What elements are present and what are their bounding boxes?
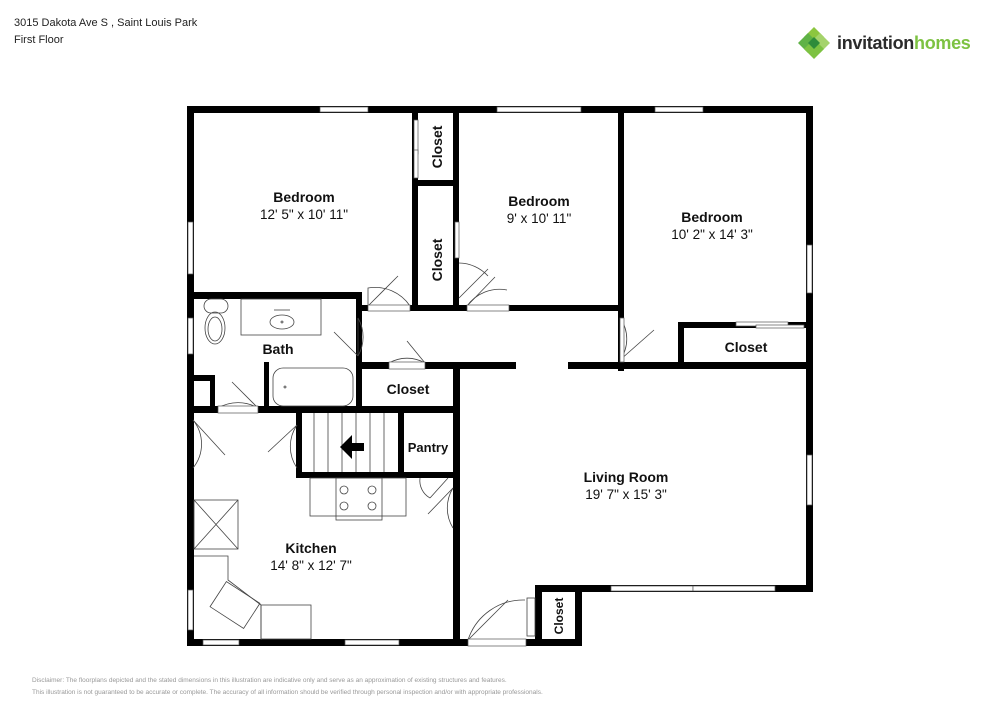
disclaimer: Disclaimer: The floorplans depicted and …: [32, 675, 543, 699]
closet-label-upper: Closet: [429, 125, 445, 168]
header: 3015 Dakota Ave S , Saint Louis Park Fir…: [14, 15, 197, 49]
logo-word-homes: homes: [914, 32, 971, 53]
room-dims-living-room: 19' 7" x 15' 3": [585, 487, 667, 502]
room-label-living-room: Living Room: [584, 469, 669, 485]
closet-label-entry: Closet: [552, 598, 566, 635]
room-label-pantry: Pantry: [408, 440, 449, 455]
disclaimer-line-1: Disclaimer: The floorplans depicted and …: [32, 677, 507, 684]
closet-label-bedroom-3: Closet: [725, 339, 768, 355]
door-sills: [217, 119, 805, 647]
room-label-bedroom-1: Bedroom: [273, 189, 334, 205]
room-dims-kitchen: 14' 8" x 12' 7": [270, 558, 352, 573]
room-label-kitchen: Kitchen: [285, 540, 336, 556]
windows: [187, 106, 813, 646]
invitation-homes-diamond-logo-icon: [798, 27, 830, 59]
room-label-bedroom-2: Bedroom: [508, 193, 569, 209]
room-label-bath: Bath: [262, 341, 293, 357]
logo-word-invitation: invitation: [837, 32, 914, 53]
closet-label-hall: Closet: [387, 381, 430, 397]
stairs: [313, 413, 385, 472]
room-dims-bedroom-1: 12' 5" x 10' 11": [260, 207, 348, 222]
floor-label: First Floor: [14, 34, 64, 46]
invitation-homes-logo: invitationhomes: [797, 26, 971, 60]
logo-wordmark: invitationhomes: [837, 33, 971, 54]
address: 3015 Dakota Ave S , Saint Louis Park: [14, 17, 198, 29]
room-label-bedroom-3: Bedroom: [681, 209, 742, 225]
fixtures: [193, 298, 407, 640]
room-dims-bedroom-2: 9' x 10' 11": [507, 211, 572, 226]
disclaimer-line-2: This illustration is not guaranteed to b…: [32, 689, 543, 696]
stairs-arrow-icon: [340, 435, 364, 459]
room-dims-bedroom-3: 10' 2" x 14' 3": [671, 227, 753, 242]
closet-label-lower: Closet: [429, 238, 445, 281]
